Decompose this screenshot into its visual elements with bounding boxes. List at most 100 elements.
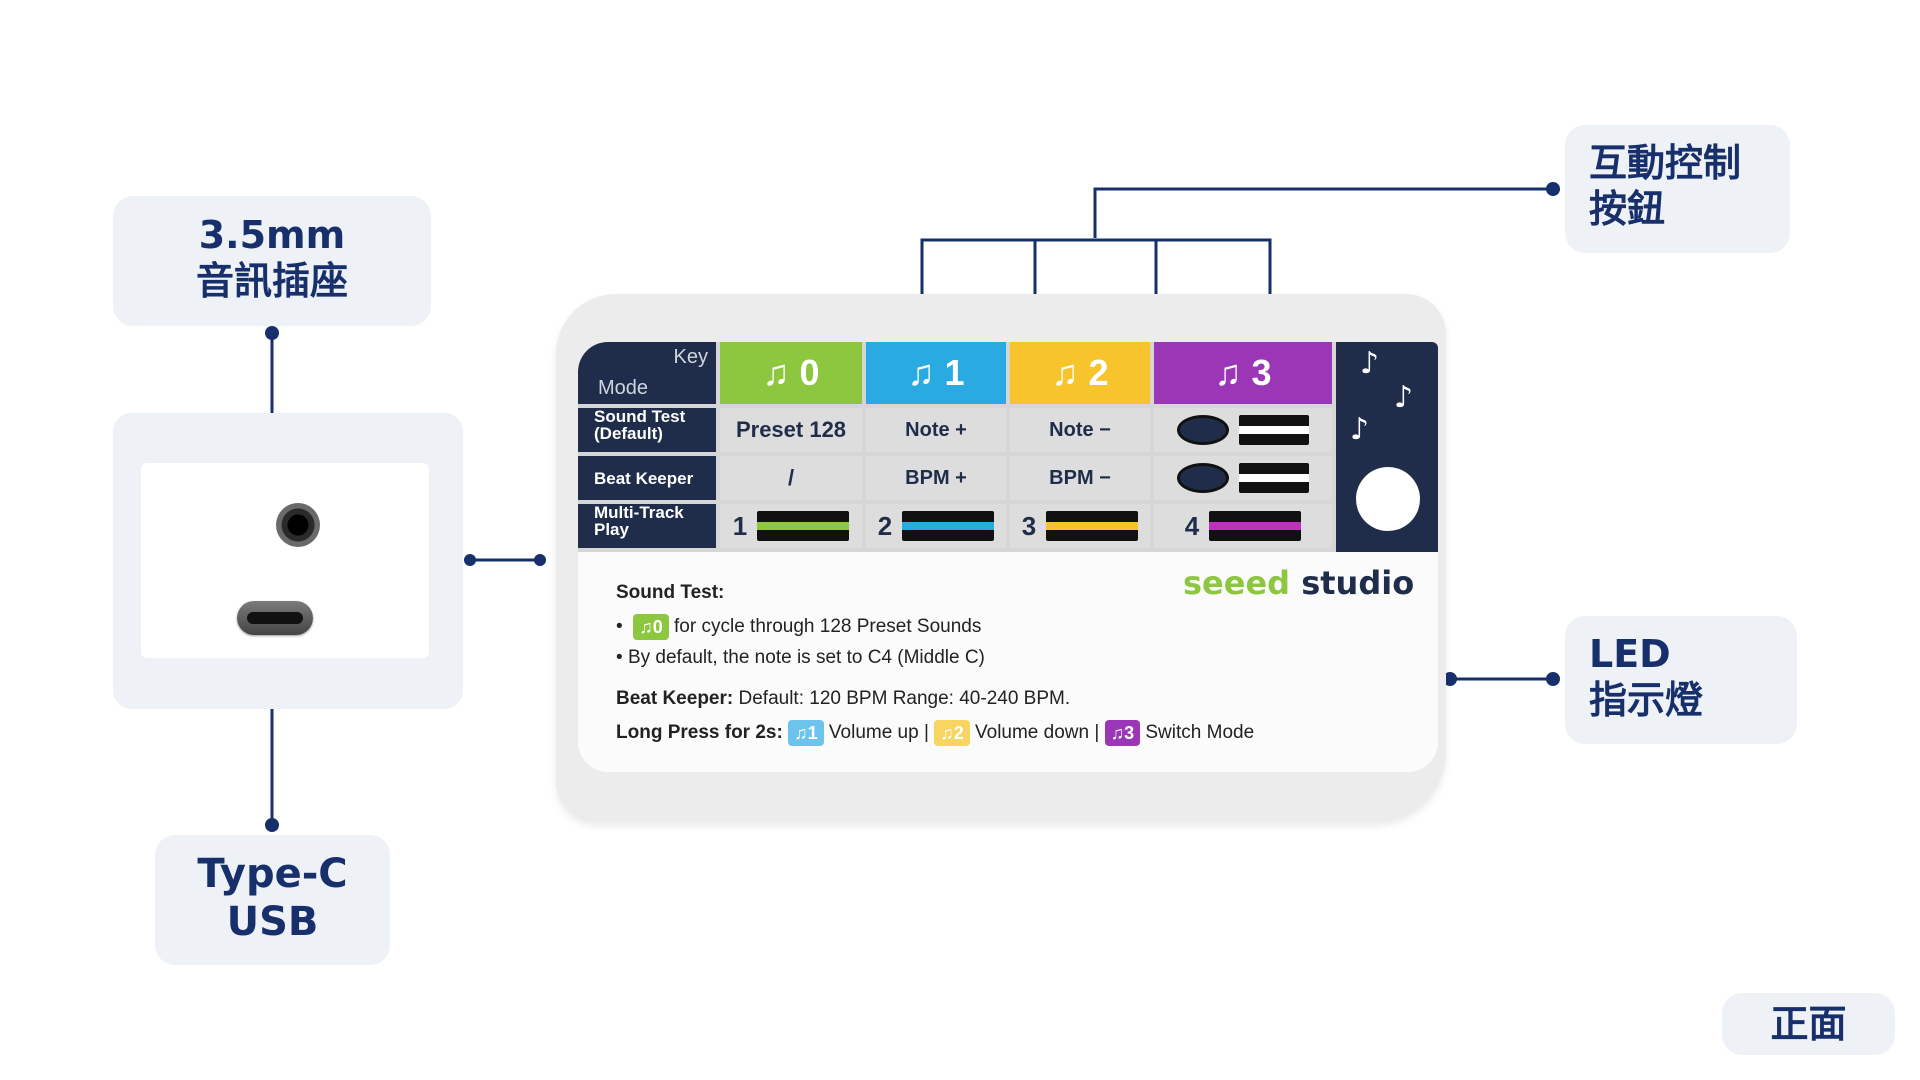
callout-audio-jack-line2: 音訊插座 xyxy=(195,259,348,303)
dot-usb-bottom xyxy=(265,818,279,832)
track-number-1: 1 xyxy=(732,510,748,541)
key-label-1: 1 xyxy=(944,352,965,393)
brand-logo: seeed studio xyxy=(1183,564,1414,602)
dot-side-left xyxy=(464,554,476,566)
key-header-0: ♫ 0 xyxy=(720,342,862,404)
waveform-icon xyxy=(1239,415,1309,445)
beat-keeper-text: Default: 120 BPM Range: 40-240 BPM. xyxy=(738,688,1071,709)
track-number-4: 4 xyxy=(1184,510,1200,541)
side-view-device xyxy=(141,463,429,658)
key-header-3: ♫ 3 xyxy=(1154,342,1332,404)
dot-led-left xyxy=(1443,672,1457,686)
dot-audio-top xyxy=(265,326,279,340)
callout-buttons: 互動控制 按鈕 xyxy=(1565,125,1790,253)
note-icon: ♫ xyxy=(762,352,800,393)
note-icon: ♪ xyxy=(1350,412,1370,447)
view-label: 正面 xyxy=(1722,993,1895,1055)
waveform-icon xyxy=(1239,463,1309,493)
note-icon: ♪ xyxy=(1360,346,1380,381)
callout-usb-line1: Type-C xyxy=(197,851,348,897)
table-corner: Key Mode xyxy=(578,342,716,404)
music-decoration: ♪ ♪ ♪ xyxy=(1336,342,1438,552)
volume-down-text: Volume down | xyxy=(975,722,1100,744)
waveform-icon xyxy=(1209,511,1302,541)
drum-icon xyxy=(1177,415,1229,445)
corner-mode-label: Mode xyxy=(598,377,649,399)
note-icon: ♫ xyxy=(1214,352,1252,393)
volume-up-text: Volume up | xyxy=(828,722,929,744)
bullet-preset-sounds: • ♫0 for cycle through 128 Preset Sounds xyxy=(616,614,981,640)
waveform-icon xyxy=(902,511,995,541)
dot-side-right xyxy=(534,554,546,566)
callout-buttons-line1: 互動控制 xyxy=(1589,141,1742,185)
key-chip-0: ♫0 xyxy=(633,614,669,640)
callout-audio-jack-line1: 3.5mm xyxy=(198,213,346,257)
beat-keeper-label: Beat Keeper: xyxy=(616,688,734,709)
note-icon: ♫ xyxy=(907,352,945,393)
callout-usb: Type-C USB xyxy=(155,835,390,965)
cell-sound-test-1: Note + xyxy=(866,408,1006,452)
usb-c-port-icon xyxy=(237,601,313,635)
key-label-3: 3 xyxy=(1251,352,1272,393)
mode-beat-keeper: Beat Keeper xyxy=(578,456,716,500)
callout-led-line1: LED xyxy=(1589,632,1671,676)
mode-multi-track-line2: Play xyxy=(594,520,629,539)
mode-sound-test: Sound Test (Default) xyxy=(578,408,716,452)
dot-buttons xyxy=(1546,182,1560,196)
cell-beat-keeper-0: / xyxy=(720,456,862,500)
cell-sound-test-3 xyxy=(1154,408,1332,452)
track-number-3: 3 xyxy=(1021,510,1037,541)
mode-multi-track: Multi-Track Play xyxy=(578,504,716,548)
callout-led: LED 指示燈 xyxy=(1565,616,1797,744)
side-view-panel xyxy=(113,413,463,709)
key-header-2: ♫ 2 xyxy=(1010,342,1150,404)
note-icon: ♫ xyxy=(1051,352,1089,393)
sound-test-title: Sound Test: xyxy=(616,582,725,603)
key-label-0: 0 xyxy=(799,352,820,393)
corner-key-label: Key xyxy=(673,346,708,368)
cell-track-1: 1 xyxy=(720,504,862,548)
bullet-default-note: • By default, the note is set to C4 (Mid… xyxy=(616,647,985,669)
mode-key-table: Key Mode ♫ 0 ♫ 1 ♫ 2 ♫ 3 Sound Test (Def… xyxy=(578,342,1438,552)
callout-led-line2: 指示燈 xyxy=(1589,678,1704,722)
cell-sound-test-0: Preset 128 xyxy=(720,408,862,452)
long-press-info: Long Press for 2s: ♫1 Volume up | ♫2 Vol… xyxy=(616,720,1254,746)
cell-track-4: 4 xyxy=(1154,504,1332,548)
callout-audio-jack: 3.5mm 音訊插座 xyxy=(113,196,431,326)
waveform-icon xyxy=(757,511,850,541)
audio-jack-icon xyxy=(276,503,320,547)
cell-beat-keeper-1: BPM + xyxy=(866,456,1006,500)
brand-seeed: seeed xyxy=(1183,564,1291,602)
bullet-dot: • xyxy=(616,647,628,668)
key-chip-1: ♫1 xyxy=(788,720,824,746)
dot-led-right xyxy=(1546,672,1560,686)
cell-track-3: 3 xyxy=(1010,504,1150,548)
cell-sound-test-2: Note − xyxy=(1010,408,1150,452)
beat-keeper-info: Beat Keeper: Default: 120 BPM Range: 40-… xyxy=(616,688,1070,710)
callout-buttons-line2: 按鈕 xyxy=(1589,187,1666,231)
cell-track-2: 2 xyxy=(866,504,1006,548)
waveform-icon xyxy=(1046,511,1139,541)
mode-multi-track-line1: Multi-Track xyxy=(594,503,684,522)
track-number-2: 2 xyxy=(877,510,893,541)
key-chip-2: ♫2 xyxy=(934,720,970,746)
key-chip-3: ♫3 xyxy=(1104,720,1141,746)
device-label-panel: Key Mode ♫ 0 ♫ 1 ♫ 2 ♫ 3 Sound Test (Def… xyxy=(578,342,1438,772)
drum-icon xyxy=(1177,463,1229,493)
bullet-default-note-text: By default, the note is set to C4 (Middl… xyxy=(627,647,985,668)
long-press-label: Long Press for 2s: xyxy=(616,722,783,744)
music-note-mascot-icon xyxy=(1356,467,1420,531)
bullet-preset-text: for cycle through 128 Preset Sounds xyxy=(674,616,982,638)
cell-beat-keeper-3 xyxy=(1154,456,1332,500)
switch-mode-text: Switch Mode xyxy=(1145,722,1255,744)
device-bottom-edge xyxy=(800,770,1360,822)
mode-sound-test-line2: (Default) xyxy=(594,424,663,443)
bullet-dot: • xyxy=(616,616,628,638)
note-icon: ♪ xyxy=(1394,380,1414,415)
callout-usb-line2: USB xyxy=(226,899,319,945)
key-label-2: 2 xyxy=(1088,352,1109,393)
cell-beat-keeper-2: BPM − xyxy=(1010,456,1150,500)
brand-studio: studio xyxy=(1301,564,1415,602)
key-header-1: ♫ 1 xyxy=(866,342,1006,404)
mode-sound-test-line1: Sound Test xyxy=(594,407,686,426)
